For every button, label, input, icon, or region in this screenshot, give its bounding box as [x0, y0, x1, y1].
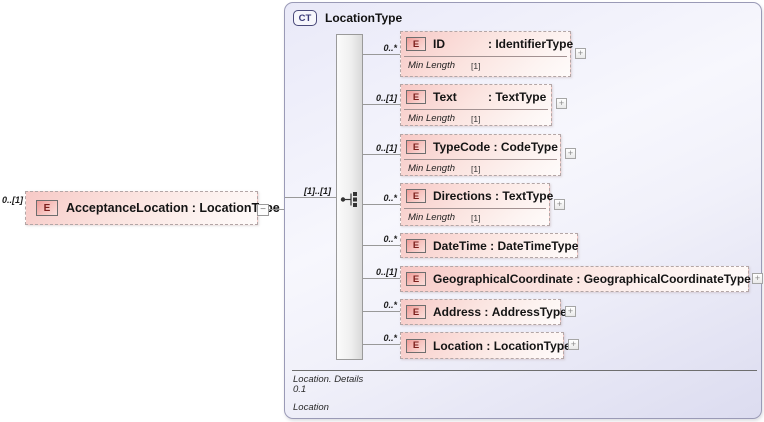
- footer-divider: [292, 370, 757, 371]
- element-badge-icon: E: [406, 37, 426, 51]
- sequence-icon: [340, 192, 357, 207]
- expand-icon[interactable]: +: [554, 199, 565, 210]
- element-row: E Address : AddressType: [401, 300, 567, 324]
- element-badge-icon: E: [36, 200, 58, 216]
- complextype-badge-icon: CT: [293, 10, 317, 26]
- expand-icon[interactable]: +: [752, 273, 763, 284]
- element-directions[interactable]: E Directions : TextType Min Length [1]: [400, 183, 553, 226]
- element-address[interactable]: E Address : AddressType: [400, 299, 567, 325]
- cardinality-label: 0..*: [383, 234, 397, 244]
- panel-title: LocationType: [325, 11, 403, 25]
- element-label: ID: IdentifierType: [433, 37, 574, 51]
- panel-header: CT LocationType: [293, 10, 402, 26]
- facet-label: Min Length: [408, 113, 456, 124]
- element-location[interactable]: E Location : LocationType: [400, 332, 571, 359]
- expand-icon[interactable]: +: [575, 48, 586, 59]
- facet-row: Min Length [1]: [404, 109, 548, 127]
- element-badge-icon: E: [406, 238, 426, 253]
- facet-value: [1]: [471, 113, 481, 124]
- connector-line: [363, 311, 400, 312]
- element-badge-icon: E: [406, 189, 426, 203]
- element-badge-icon: E: [406, 140, 426, 154]
- cardinality-label: 0..[1]: [375, 93, 397, 103]
- connector-line: [285, 197, 336, 198]
- element-typecode[interactable]: E TypeCode : CodeType Min Length [1]: [400, 134, 561, 176]
- connector-line: [363, 54, 400, 55]
- sequence-group-bar[interactable]: [336, 34, 363, 360]
- element-row: E DateTime : DateTimeType: [401, 234, 579, 257]
- element-acceptancelocation[interactable]: E AcceptanceLocation : LocationType: [25, 191, 280, 225]
- facet-label: Min Length: [408, 163, 456, 174]
- cardinality-label: 0..[1]: [375, 143, 397, 153]
- element-label: Address : AddressType: [433, 305, 567, 319]
- facet-value: [1]: [471, 212, 481, 223]
- connector-line: [269, 209, 284, 210]
- facet-row: Min Length [1]: [404, 56, 567, 74]
- facet-row: Min Length [1]: [404, 208, 546, 226]
- footer-occurrence: 0.1: [293, 384, 307, 395]
- element-label: TypeCode : CodeType: [433, 140, 558, 154]
- footer-details: Location. Details: [293, 374, 364, 385]
- connector-line: [363, 344, 400, 345]
- connector-line: [363, 245, 400, 246]
- element-label: AcceptanceLocation : LocationType: [66, 201, 280, 215]
- connector-line: [363, 278, 400, 279]
- element-geographicalcoordinate[interactable]: E GeographicalCoordinate : GeographicalC…: [400, 266, 751, 292]
- facet-row: Min Length [1]: [404, 159, 557, 177]
- expand-icon[interactable]: +: [565, 148, 576, 159]
- element-id[interactable]: E ID: IdentifierType Min Length [1]: [400, 31, 574, 77]
- cardinality-label: 0..*: [383, 333, 397, 343]
- cardinality-label: 0..[1]: [375, 267, 397, 277]
- element-label: GeographicalCoordinate : GeographicalCoo…: [433, 272, 751, 286]
- element-row: E GeographicalCoordinate : GeographicalC…: [401, 267, 751, 291]
- element-label: Text: TextType: [433, 90, 547, 104]
- element-badge-icon: E: [406, 272, 426, 286]
- collapse-icon[interactable]: −: [257, 204, 269, 216]
- element-row: E Location : LocationType: [401, 333, 571, 358]
- element-label: Location : LocationType: [433, 338, 571, 353]
- connector-line: [363, 154, 400, 155]
- footer-name: Location: [293, 402, 329, 413]
- element-row: E ID: IdentifierType: [401, 32, 574, 56]
- source-cardinality-label: 0..[1]: [2, 195, 24, 205]
- connector-line: [363, 204, 400, 205]
- sequence-cardinality-label: [1]..[1]: [304, 186, 331, 196]
- element-text[interactable]: E Text: TextType Min Length [1]: [400, 84, 552, 126]
- connector-line: [363, 104, 400, 105]
- expand-icon[interactable]: +: [568, 339, 579, 350]
- element-label: DateTime : DateTimeType: [433, 238, 579, 253]
- element-badge-icon: E: [406, 338, 426, 353]
- expand-icon[interactable]: +: [556, 98, 567, 109]
- facet-value: [1]: [471, 163, 481, 174]
- facet-label: Min Length: [408, 60, 456, 71]
- cardinality-label: 0..*: [383, 193, 397, 203]
- complextype-panel-locationtype: CT LocationType [1]..[1] 0..* 0..[1] 0..…: [284, 2, 763, 419]
- element-datetime[interactable]: E DateTime : DateTimeType: [400, 233, 578, 258]
- element-badge-icon: E: [406, 305, 426, 319]
- element-label: Directions : TextType: [433, 189, 554, 203]
- cardinality-label: 0..*: [383, 43, 397, 53]
- element-row: E Directions : TextType: [401, 184, 553, 208]
- expand-icon[interactable]: +: [565, 306, 576, 317]
- facet-value: [1]: [471, 60, 481, 71]
- facet-label: Min Length: [408, 212, 456, 223]
- cardinality-label: 0..*: [383, 300, 397, 310]
- element-badge-icon: E: [406, 90, 426, 104]
- element-row: E Text: TextType: [401, 85, 551, 109]
- element-row: E TypeCode : CodeType: [401, 135, 560, 159]
